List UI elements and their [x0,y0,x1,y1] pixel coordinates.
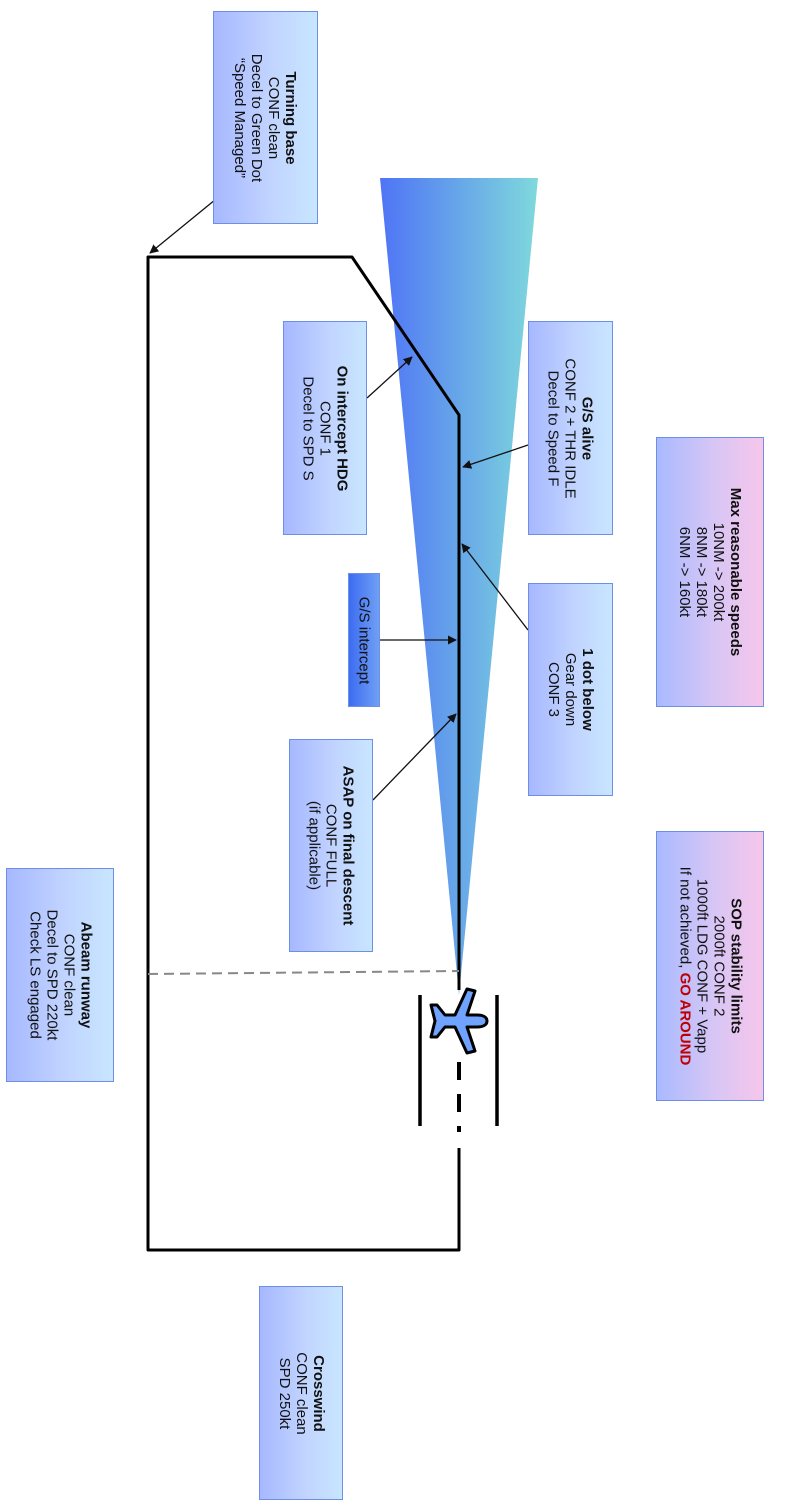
one-dot-below-line: Gear down [562,652,579,727]
one-dot-below-box: 1 dot below Gear down CONF 3 [528,583,613,796]
turning-base-box: Turning base CONF clean Decel to Green D… [213,11,318,224]
sop-limits-last-line: If not achieved, GO AROUND [676,867,693,1066]
turning-base-title: Turning base [282,70,300,165]
arrow-gs-alive [462,444,529,469]
abeam-runway-line: CONF clean [60,933,77,1017]
traffic-pattern-path [146,255,461,1252]
crosswind-line: SPD 250kt [275,1357,293,1429]
gs-intercept-box: G/S intercept [348,573,380,707]
sop-limits-box: SOP stability limits 2000ft CONF 2 1000f… [656,831,764,1101]
arrow-on-intercept [366,356,413,399]
gs-alive-line: Decel to Speed F [545,370,563,486]
gs-alive-box: G/S alive CONF 2 + THR IDLE Decel to Spe… [528,321,613,535]
max-speeds-title: Max reasonable speeds [727,487,745,657]
on-intercept-line: CONF 1 [316,400,334,456]
max-speeds-line: 6NM -> 160kt [676,526,694,618]
turning-base-line: CONF clean [265,76,283,159]
asap-final-line: (if applicable) [305,800,323,891]
arrow-asap-final [372,713,457,801]
sop-limits-line: 1000ft LDG CONF + Vapp [693,878,710,1054]
on-intercept-box: On intercept HDG CONF 1 Decel to SPD S [283,321,367,535]
asap-final-line: CONF FULL [322,803,340,888]
abeam-runway-line: Decel to SPD 220kt [43,909,60,1041]
gs-alive-title: G/S alive [579,396,597,460]
crosswind-line: CONF clean [292,1351,310,1435]
abeam-runway-line: Check LS engaged [26,911,43,1039]
on-intercept-line: Decel to SPD S [299,375,317,481]
one-dot-below-line: CONF 3 [545,661,562,717]
gs-alive-line: CONF 2 + THR IDLE [562,357,580,499]
max-speeds-box: Max reasonable speeds 10NM -> 200kt 8NM … [656,437,764,707]
crosswind-box: Crosswind CONF clean SPD 250kt [259,1286,343,1500]
max-speeds-line: 10NM -> 200kt [710,522,728,622]
sop-limits-line: 2000ft CONF 2 [710,915,727,1017]
asap-final-title: ASAP on final descent [339,765,357,926]
on-intercept-title: On intercept HDG [333,365,351,491]
arrow-one-dot-below [461,543,529,631]
airplane-icon [429,987,489,1055]
abeam-runway-title: Abeam runway [77,921,94,1029]
abeam-runway-box: Abeam runway CONF clean Decel to SPD 220… [6,868,114,1082]
sop-limits-prefix: If not achieved, [676,866,693,973]
turning-base-line: “Speed Managed” [231,57,249,178]
asap-final-box: ASAP on final descent CONF FULL (if appl… [289,739,373,952]
go-around-emphasis: GO AROUND [676,972,693,1066]
crosswind-title: Crosswind [309,1354,327,1432]
one-dot-below-title: 1 dot below [579,648,596,731]
abeam-dashed-line [147,970,460,975]
runway [418,995,499,1132]
sop-limits-title: SOP stability limits [727,898,744,1034]
max-speeds-line: 8NM -> 180kt [693,526,711,618]
turning-base-line: Decel to Green Dot [248,53,266,182]
gs-intercept-label: G/S intercept [355,596,373,684]
